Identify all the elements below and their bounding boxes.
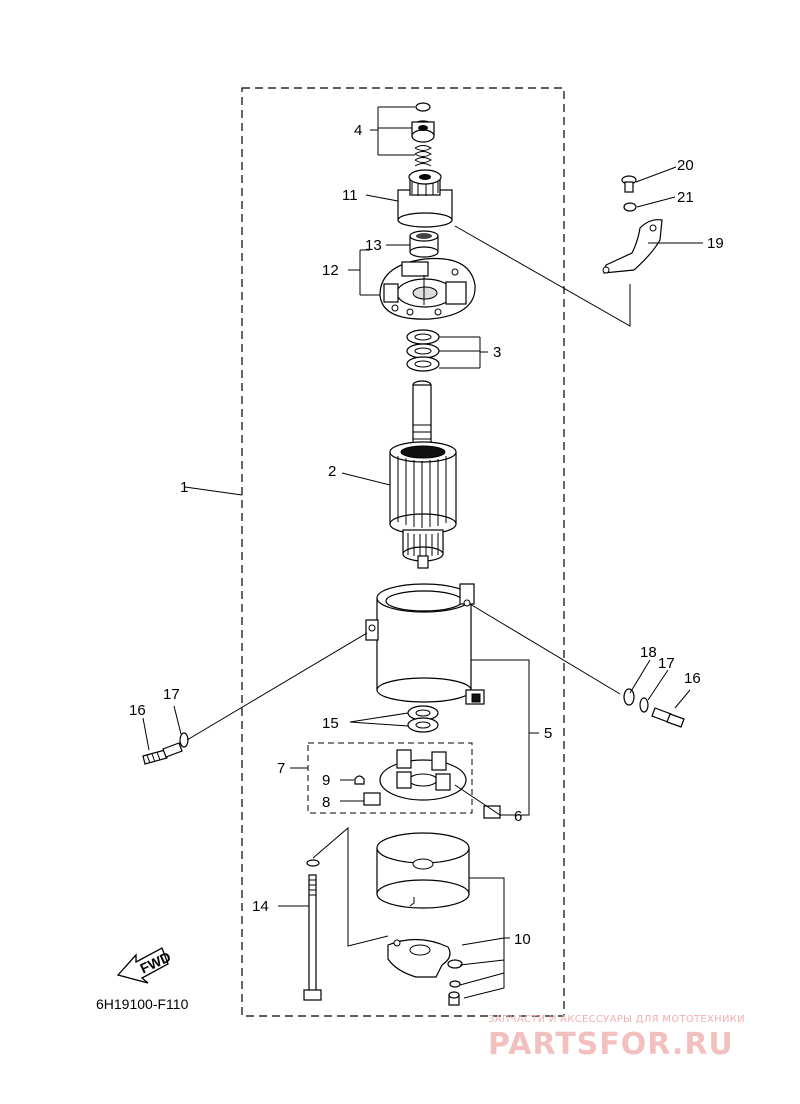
callout-18: 18 — [640, 644, 657, 661]
part-20-screw — [621, 175, 637, 193]
callout-12: 12 — [322, 262, 339, 279]
part-6-brush — [483, 805, 501, 819]
callout-7: 7 — [277, 760, 285, 777]
callout-9: 8 — [322, 794, 330, 811]
fwd-arrow-icon: FWD — [116, 947, 174, 984]
part-3-washers — [406, 329, 440, 372]
callout-5: 5 — [544, 725, 552, 742]
callout-6: 6 — [514, 808, 522, 825]
part-16-bolt-right — [651, 707, 685, 728]
part-17-washer-right — [639, 697, 649, 713]
callout-10: 10 — [514, 931, 531, 948]
leader-lines — [142, 106, 703, 999]
part-21-washer — [623, 202, 637, 212]
part-19-bracket — [602, 219, 663, 274]
part-4-clip-collar-spring — [411, 102, 435, 167]
watermark-caption: ЗАПЧАСТИ И АКСЕССУАРЫ ДЛЯ МОТОТЕХНИКИ — [488, 1014, 745, 1025]
assembly-boundary — [241, 87, 565, 1017]
callout-16-right: 16 — [684, 670, 701, 687]
part-7-brush-holder-group — [307, 742, 473, 814]
callout-19: 19 — [707, 235, 724, 252]
part-18-washer-right — [623, 688, 635, 706]
callout-2: 2 — [328, 463, 336, 480]
diagram-code: 6H19100-F110 — [96, 996, 189, 1012]
part-11-pinion-gear — [397, 169, 453, 228]
part-16-bolt-left — [142, 742, 183, 765]
part-6-brush-holder — [379, 749, 467, 801]
callout-15: 15 — [322, 715, 339, 732]
part-17-washer-left — [179, 732, 189, 748]
part-9-spring-clip — [354, 775, 365, 785]
part-14-through-bolt — [303, 859, 322, 1001]
fwd-label: FWD — [138, 948, 174, 976]
callout-1: 1 — [180, 479, 188, 496]
part-13-bushing — [409, 230, 439, 258]
callout-17-left: 17 — [163, 686, 180, 703]
callout-11: 11 — [342, 187, 358, 204]
callout-4: 4 — [354, 122, 362, 139]
part-12-front-bracket — [379, 257, 476, 320]
callout-17-right: 17 — [658, 655, 675, 672]
part-10-rear-cover — [376, 832, 470, 1006]
callout-16-left: 16 — [129, 702, 146, 719]
callout-21: 21 — [677, 189, 694, 206]
callout-13: 13 — [365, 237, 382, 254]
part-2-armature — [389, 380, 457, 569]
part-5-yoke — [365, 583, 485, 705]
watermark-logo: PARTSFOR.RU — [488, 1027, 734, 1062]
callout-3: 3 — [493, 344, 501, 361]
part-8-brush — [363, 792, 381, 806]
callout-20: 20 — [677, 157, 694, 174]
part-15-washers — [407, 705, 439, 733]
callout-14: 14 — [252, 898, 269, 915]
callout-8: 9 — [322, 772, 330, 789]
